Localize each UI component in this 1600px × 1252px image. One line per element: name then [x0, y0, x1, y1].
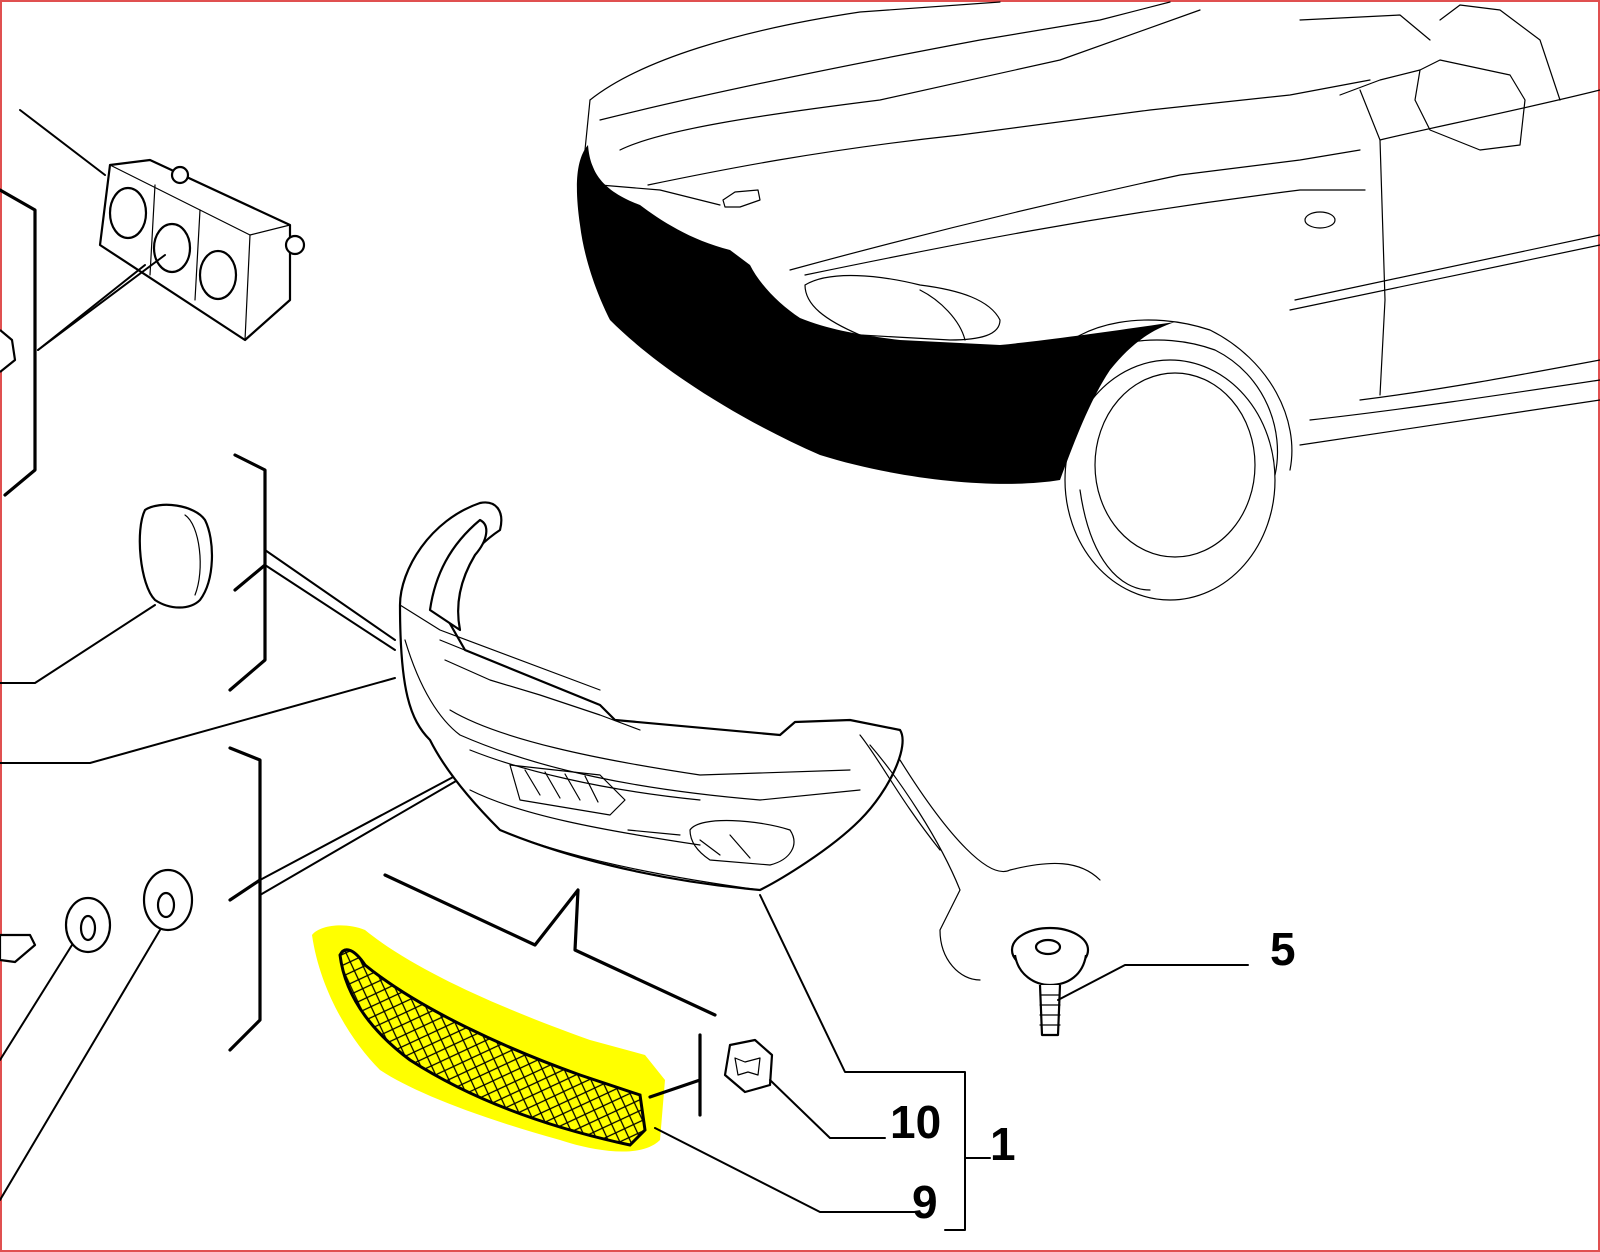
clip-part-edge	[0, 329, 17, 373]
callout-5: 5	[1270, 923, 1296, 975]
leader-5	[1057, 964, 1249, 1001]
leader-left-bumper	[0, 677, 396, 764]
leader-bracket-bumper-1	[264, 564, 396, 651]
leader-1-bracket	[759, 894, 991, 1231]
clip-part	[723, 1038, 774, 1094]
leader-lower-bracket-1	[259, 759, 486, 881]
bracket-line-middle	[228, 453, 267, 692]
bumper-highlight-on-car	[576, 145, 1175, 484]
bumper-part	[398, 501, 1101, 981]
leader-lower-bracket-2	[259, 769, 476, 896]
bolt-part	[1010, 926, 1090, 1037]
bracket-line-lower	[228, 746, 262, 1052]
washer-parts	[0, 868, 194, 1201]
callout-1: 1	[990, 1118, 1016, 1170]
callout-10: 10	[890, 1096, 941, 1148]
bracket-line-under-bumper	[383, 873, 717, 1017]
car-illustration	[576, 1, 1600, 601]
rubber-plug-part	[0, 503, 213, 684]
leader-bracket-bumper-2	[264, 549, 396, 641]
bracket-block-part	[19, 109, 306, 351]
bracket-line-grille	[648, 1033, 702, 1117]
leader-10	[769, 1079, 886, 1139]
grille-mesh-part	[312, 925, 665, 1152]
callout-9: 9	[912, 1176, 938, 1228]
bracket-line-top-left	[0, 188, 37, 497]
leader-9	[654, 1127, 919, 1213]
